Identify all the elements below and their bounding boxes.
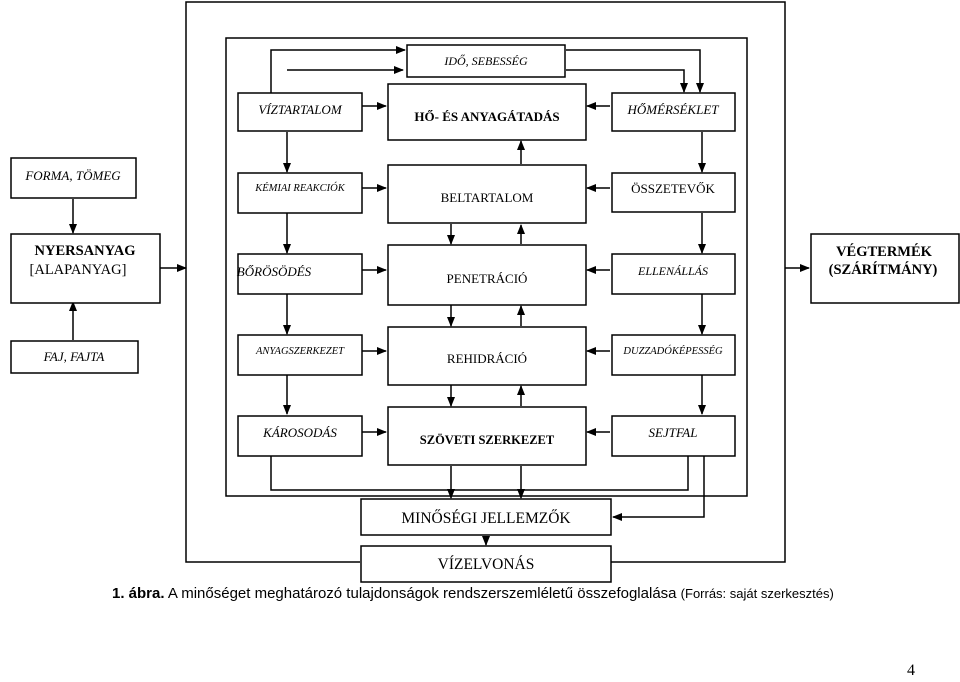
label-borosodes: BŐRÖSÖDÉS <box>237 264 312 279</box>
box-ellenallas: ELLENÁLLÁS <box>611 253 736 295</box>
label-duzzadokepesseg: DUZZADÓKÉPESSÉG <box>622 345 723 357</box>
label-anyagszerkezet: ANYAGSZERKEZET <box>255 346 345 357</box>
box-szoveti-szerkezet: SZÖVETI SZERKEZET <box>387 406 587 466</box>
label-beltartalom: BELTARTALOM <box>441 190 534 205</box>
label-faj-fajta: FAJ, FAJTA <box>43 349 105 364</box>
box-kemiai-reakciok: KÉMIAI REAKCIÓK <box>237 172 363 214</box>
box-vegtermek: VÉGTERMÉK (SZÁRÍTMÁNY) <box>810 233 960 304</box>
connectors <box>69 46 810 546</box>
label-vegtermek: VÉGTERMÉK <box>836 243 933 260</box>
label-viztartalom: VÍZTARTALOM <box>258 102 342 117</box>
box-borosodes: BŐRÖSÖDÉS <box>237 253 363 295</box>
label-kemiai-reakciok: KÉMIAI REAKCIÓK <box>254 182 346 194</box>
box-forma-tomeg: FORMA, TÖMEG <box>10 157 137 199</box>
box-viztartalom: VÍZTARTALOM <box>237 92 363 132</box>
label-alapanyag: [ALAPANYAG] <box>30 262 127 278</box>
box-anyagszerkezet: ANYAGSZERKEZET <box>237 334 363 376</box>
box-rehidracio: REHIDRÁCIÓ <box>387 326 587 386</box>
label-sejtfal: SEJTFAL <box>649 425 698 440</box>
box-homerseklet: HŐMÉRSÉKLET <box>611 92 736 132</box>
label-rehidracio: REHIDRÁCIÓ <box>447 351 527 366</box>
box-sejtfal: SEJTFAL <box>611 415 736 457</box>
label-penetracio: PENETRÁCIÓ <box>447 271 528 286</box>
label-minosegi-jellemzok: MINŐSÉGI JELLEMZŐK <box>401 510 571 527</box>
label-osszetevok: ÖSSZETEVŐK <box>631 181 715 196</box>
outer-frame <box>185 1 786 563</box>
page-number: 4 <box>907 662 915 679</box>
box-beltartalom: BELTARTALOM <box>387 164 587 224</box>
box-ido-sebesseg: IDŐ, SEBESSÉG <box>406 44 566 78</box>
label-ho-anyagatadas: HŐ- ÉS ANYAGÁTADÁS <box>414 109 559 124</box>
label-ellenallas: ELLENÁLLÁS <box>637 264 708 278</box>
label-homerseklet: HŐMÉRSÉKLET <box>627 102 720 117</box>
caption-number: 1. ábra. <box>112 585 165 602</box>
box-penetracio: PENETRÁCIÓ <box>387 244 587 306</box>
figure-caption: 1. ábra. A minőséget meghatározó tulajdo… <box>112 585 834 602</box>
label-vizelvonas: VÍZELVONÁS <box>438 556 535 573</box>
box-vizelvonas: VÍZELVONÁS <box>360 545 612 583</box>
label-szoveti-szerkezet: SZÖVETI SZERKEZET <box>420 433 555 447</box>
inner-frame <box>225 37 748 497</box>
box-faj-fajta: FAJ, FAJTA <box>10 340 139 374</box>
label-nyersanyag: NYERSANYAG <box>35 243 136 259</box>
box-osszetevok: ÖSSZETEVŐK <box>611 172 736 213</box>
box-ho-anyagatadas: HŐ- ÉS ANYAGÁTADÁS <box>387 83 587 141</box>
box-minosegi-jellemzok: MINŐSÉGI JELLEMZŐK <box>360 498 612 536</box>
box-nyersanyag: NYERSANYAG [ALAPANYAG] <box>10 233 161 304</box>
label-forma-tomeg: FORMA, TÖMEG <box>24 168 121 183</box>
caption-text: A minőséget meghatározó tulajdonságok re… <box>164 585 681 602</box>
label-ido-sebesseg: IDŐ, SEBESSÉG <box>443 53 528 68</box>
box-duzzadokepesseg: DUZZADÓKÉPESSÉG <box>611 334 736 376</box>
label-karosodas: KÁROSODÁS <box>262 425 337 440</box>
label-szaritmany: (SZÁRÍTMÁNY) <box>829 261 938 278</box>
box-karosodas: KÁROSODÁS <box>237 415 363 457</box>
caption-source: (Forrás: saját szerkesztés) <box>680 586 834 601</box>
